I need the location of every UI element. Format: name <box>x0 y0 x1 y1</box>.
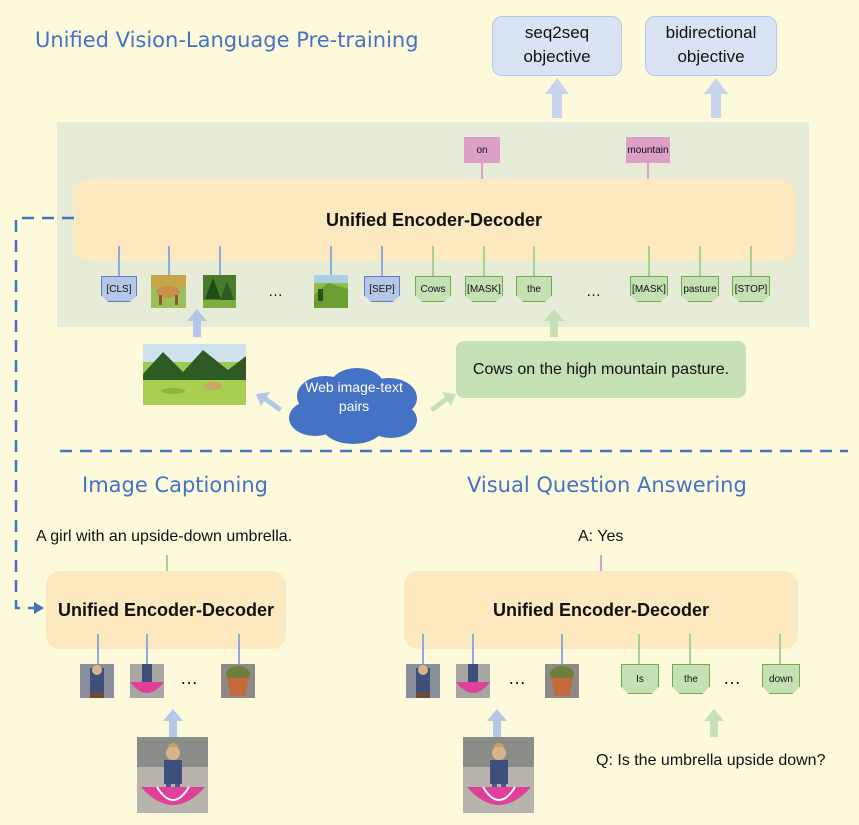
arrow-to-image-icon <box>256 392 282 412</box>
connector-line <box>638 634 640 664</box>
connector-line <box>330 246 332 276</box>
ellipsis: … <box>586 283 601 300</box>
girl-umbrella-image <box>463 737 534 813</box>
ellipsis: … <box>268 283 283 300</box>
connector-line <box>97 634 99 664</box>
encoder-decoder-label: Unified Encoder-Decoder <box>325 209 543 230</box>
connector-line <box>472 634 474 664</box>
up-arrow-icon <box>545 78 569 118</box>
connector-line <box>432 246 434 276</box>
image-patch-tree <box>203 275 236 308</box>
predicted-token-on: on <box>464 137 500 163</box>
connector-line <box>146 634 148 664</box>
image-patch-girl <box>80 664 114 698</box>
predicted-token-mountain: mountain <box>626 137 670 163</box>
encoder-decoder-label: Unified Encoder-Decoder <box>57 599 275 620</box>
connector-line <box>600 555 602 585</box>
ellipsis: … <box>508 668 526 688</box>
up-arrow-icon <box>704 709 724 737</box>
connector-line <box>483 246 485 276</box>
image-patch-pot <box>221 664 255 698</box>
connector-line <box>750 246 752 276</box>
connector-line <box>481 163 483 193</box>
pretrain-title: Unified Vision-Language Pre-training <box>35 28 419 52</box>
vqa-encoder-decoder: Unified Encoder-Decoder <box>404 571 798 649</box>
connector-line <box>118 246 120 276</box>
cloud-icon <box>289 368 417 444</box>
token-mask: [MASK] <box>465 276 503 302</box>
token-the: the <box>672 664 710 694</box>
ellipsis: … <box>723 668 741 688</box>
cloud-label: Web image-text pairs <box>305 379 403 414</box>
caption-text: Cows on the high mountain pasture. <box>472 360 730 378</box>
image-patch-horse <box>151 275 186 308</box>
token-the: the <box>516 276 552 302</box>
connector-line <box>168 246 170 276</box>
up-arrow-icon <box>487 709 507 737</box>
image-patch-umbrella <box>130 664 164 698</box>
pasture-image <box>143 344 246 405</box>
token-pasture: pasture <box>681 276 719 302</box>
captioning-output: A girl with an upside-down umbrella. <box>36 528 293 545</box>
bidirectional-objective-label: bidirectional objective <box>665 23 757 66</box>
connector-line <box>422 634 424 664</box>
up-arrow-icon <box>187 309 207 337</box>
seq2seq-objective-box: seq2seq objective <box>492 16 622 76</box>
connector-line <box>533 246 535 276</box>
token-stop: [STOP] <box>732 276 770 302</box>
connector-line <box>219 246 221 276</box>
connector-line <box>689 634 691 664</box>
connector-line <box>699 246 701 276</box>
token-is: Is <box>621 664 659 694</box>
connector-line <box>779 634 781 664</box>
image-patch-umbrella <box>456 664 490 698</box>
arrow-to-caption-icon <box>430 392 456 412</box>
captioning-encoder-decoder: Unified Encoder-Decoder <box>46 571 286 649</box>
connector-line <box>166 555 168 585</box>
token-mask: [MASK] <box>630 276 668 302</box>
connector-line <box>238 634 240 664</box>
connector-line <box>647 163 649 193</box>
caption-box: Cows on the high mountain pasture. <box>456 341 746 398</box>
vqa-answer: A: Yes <box>578 528 624 545</box>
token-sep: [SEP] <box>364 276 400 302</box>
bidirectional-objective-box: bidirectional objective <box>645 16 777 76</box>
girl-umbrella-image <box>137 737 208 813</box>
token-down: down <box>762 664 800 694</box>
captioning-title: Image Captioning <box>82 473 269 497</box>
image-patch-meadow <box>314 275 348 308</box>
up-arrow-icon <box>163 709 183 737</box>
ellipsis: … <box>180 668 198 688</box>
vqa-question: Q: Is the umbrella upside down? <box>596 752 826 769</box>
connector-line <box>381 246 383 276</box>
token-cows: Cows <box>415 276 451 302</box>
connector-line <box>648 246 650 276</box>
connector-line <box>561 634 563 664</box>
seq2seq-objective-label: seq2seq objective <box>523 23 591 66</box>
token-cls: [CLS] <box>101 276 137 302</box>
vqa-title: Visual Question Answering <box>467 473 747 497</box>
pretrain-encoder-decoder: Unified Encoder-Decoder <box>73 179 795 261</box>
encoder-decoder-label: Unified Encoder-Decoder <box>492 599 710 620</box>
image-patch-pot <box>545 664 579 698</box>
up-arrow-icon <box>704 78 728 118</box>
up-arrow-icon <box>544 309 564 337</box>
image-patch-girl <box>406 664 440 698</box>
